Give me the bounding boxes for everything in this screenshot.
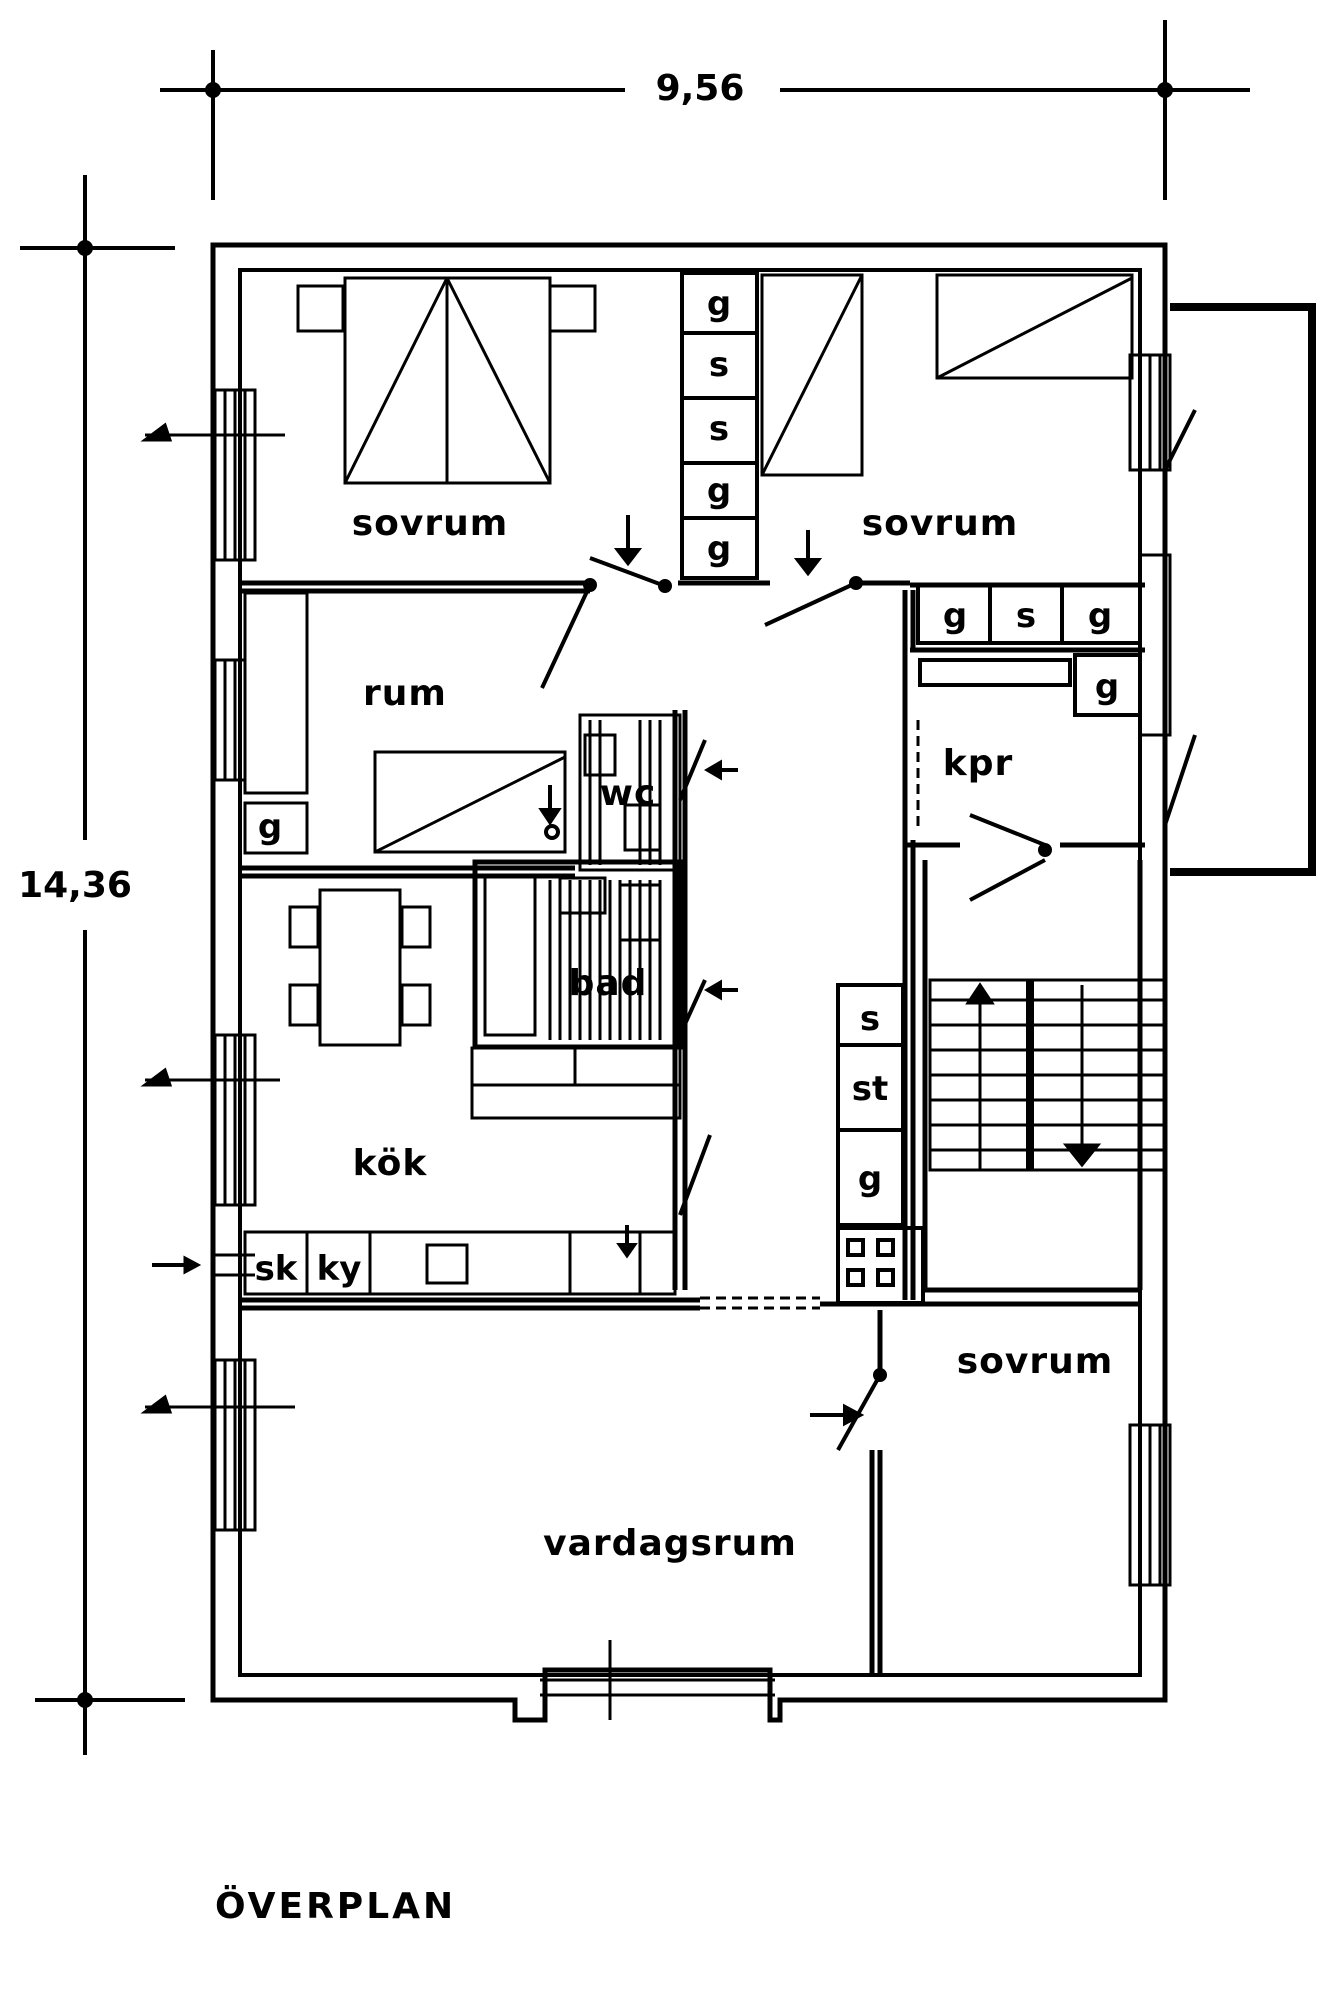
- bathroom-block: [470, 859, 683, 1120]
- room-label-wc: wc: [600, 773, 657, 814]
- room-storage-label: g: [258, 807, 282, 847]
- hall-storage-label: s: [860, 999, 880, 1039]
- wardrobe-label: s: [709, 345, 729, 385]
- room-label-living-room: vardagsrum: [543, 1523, 797, 1564]
- kitchen-unit-label: ky: [317, 1249, 362, 1289]
- closet-label: s: [1016, 596, 1036, 636]
- width-dimension: [160, 20, 1250, 200]
- wardrobe-label: s: [709, 409, 729, 449]
- room-label-bathroom: bad: [569, 963, 648, 1004]
- staircase: [928, 978, 1167, 1172]
- plan-title: ÖVERPLAN: [215, 1885, 456, 1927]
- wardrobe-label: g: [707, 529, 731, 569]
- hall-storage: [836, 983, 925, 1305]
- room-label-room: rum: [363, 673, 447, 714]
- windows-left: [140, 388, 295, 1532]
- single-bed: [760, 273, 1134, 477]
- room-label-kitchen: kök: [353, 1143, 428, 1184]
- closet-label: g: [1088, 596, 1112, 636]
- width-dimension-label: 9,56: [656, 68, 745, 109]
- room-label-closet: kpr: [943, 743, 1013, 784]
- outer-walls: [210, 242, 1168, 1723]
- closet-label: g: [1095, 667, 1119, 707]
- balcony: [1170, 303, 1316, 876]
- wardrobe-label: g: [707, 284, 731, 324]
- wc-block: [578, 713, 682, 872]
- wardrobe-column: [680, 271, 759, 580]
- wardrobe-label: g: [707, 471, 731, 511]
- height-dimension: [20, 175, 185, 1755]
- window-bottom: [540, 1640, 775, 1720]
- room-furniture: [243, 591, 567, 855]
- closet-cabinets: [916, 583, 1142, 717]
- double-bed: [296, 276, 597, 485]
- kitchen-table: [288, 888, 432, 1047]
- height-dimension-label: 14,36: [18, 865, 132, 906]
- dashed-openings: [700, 720, 920, 1310]
- room-label-bedroom: sovrum: [957, 1341, 1114, 1382]
- hall-storage-label: g: [858, 1159, 882, 1199]
- kitchen-counter: [243, 1230, 677, 1296]
- room-label-bedroom: sovrum: [862, 503, 1019, 544]
- closet-label: g: [943, 596, 967, 636]
- kitchen-unit-label: sk: [255, 1249, 299, 1289]
- hall-storage-label: st: [852, 1069, 889, 1109]
- room-label-bedroom: sovrum: [352, 503, 509, 544]
- doors: [538, 409, 1197, 1451]
